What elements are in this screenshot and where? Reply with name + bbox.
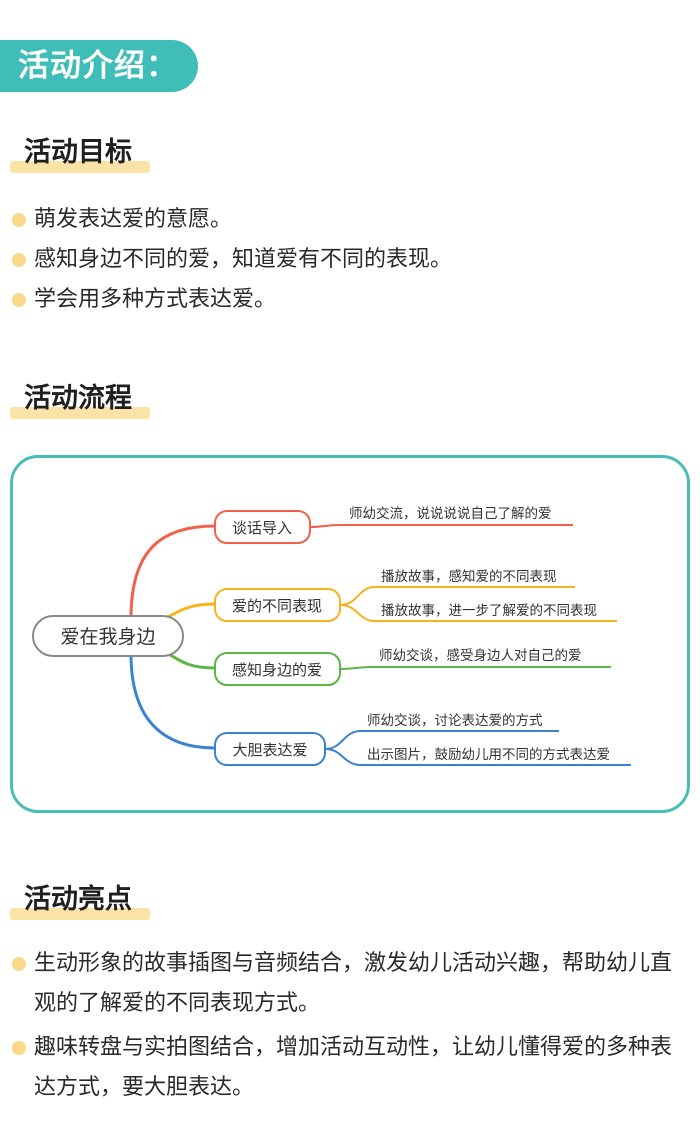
title-highlight [10, 908, 150, 920]
leaf-label: 师幼交谈，讨论表达爱的方式 [367, 712, 543, 729]
leaf-label: 播放故事，感知爱的不同表现 [381, 568, 557, 585]
leaf-connector [339, 604, 617, 622]
mindmap-diagram: 爱在我身边 谈话导入 师幼交流，说说说说自己了解的爱 爱的不同表现 播放故事，感… [32, 505, 631, 766]
leaf-label: 出示图片，鼓励幼儿用不同的方式表达爱 [367, 747, 610, 763]
goals-section-title: 活动目标 [10, 135, 150, 175]
leaf-connector [339, 666, 611, 670]
mindmap-root-label: 爱在我身边 [60, 626, 155, 648]
branch-label: 大胆表达爱 [232, 741, 307, 759]
bullet-dot-icon [12, 213, 26, 227]
process-section-title: 活动流程 [10, 381, 150, 421]
mindmap-root-node [32, 615, 184, 657]
title-highlight [10, 161, 150, 173]
title-highlight [10, 407, 150, 419]
bullet-dot-icon [12, 253, 26, 267]
highlights-list: 生动形象的故事插图与音频结合，激发幼儿活动兴趣，帮助幼儿直观的了解爱的不同表现方… [12, 944, 692, 1112]
leaf-label: 播放故事，进一步了解爱的不同表现 [381, 603, 597, 619]
leaf-connector [309, 524, 573, 528]
list-item: 萌发表达爱的意愿。 [12, 200, 692, 240]
leaf-connector [339, 586, 575, 606]
list-item: 学会用多种方式表达爱。 [12, 280, 692, 320]
leaf-label: 师幼交谈，感受身边人对自己的爱 [379, 647, 582, 664]
intro-banner-title: 活动介绍： [18, 48, 178, 84]
branch-label: 爱的不同表现 [232, 597, 322, 615]
leaf-connector [324, 748, 631, 766]
list-item: 感知身边不同的爱，知道爱有不同的表现。 [12, 240, 692, 280]
highlights-section-title: 活动亮点 [10, 882, 150, 922]
connector-express [129, 653, 216, 750]
bullet-dot-icon [12, 1041, 26, 1055]
branch-label: 感知身边的爱 [232, 661, 322, 679]
connector-talk [129, 524, 216, 619]
list-item: 生动形象的故事插图与音频结合，激发幼儿活动兴趣，帮助幼儿直观的了解爱的不同表现方… [12, 944, 692, 1024]
branch-label: 谈话导入 [232, 519, 292, 537]
intro-banner: 活动介绍： [0, 40, 198, 92]
leaf-connector [324, 730, 559, 750]
goals-list: 萌发表达爱的意愿。 感知身边不同的爱，知道爱有不同的表现。 学会用多种方式表达爱… [12, 200, 692, 320]
list-item: 趣味转盘与实拍图结合，增加活动互动性，让幼儿懂得爱的多种表达方式，要大胆表达。 [12, 1028, 692, 1108]
leaf-label: 师幼交流，说说说说自己了解的爱 [349, 505, 552, 522]
bullet-dot-icon [12, 293, 26, 307]
process-mindmap: 爱在我身边 谈话导入 师幼交流，说说说说自己了解的爱 爱的不同表现 播放故事，感… [10, 455, 690, 813]
bullet-dot-icon [12, 957, 26, 971]
